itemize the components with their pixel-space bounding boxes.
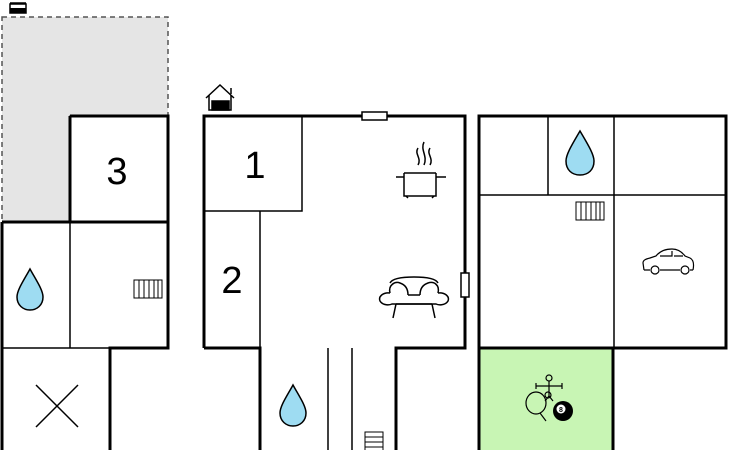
table-tennis-icon: [525, 391, 552, 422]
car-icon: [642, 248, 695, 275]
svg-text:8: 8: [559, 407, 563, 414]
room-label-1: 1: [244, 145, 265, 187]
window: [361, 111, 388, 121]
water-drop-icon: [16, 267, 44, 311]
void-cross-icon: [35, 384, 79, 428]
middle-building: 1 2: [202, 83, 470, 450]
room-label-3: 3: [106, 151, 127, 193]
radiator-icon: [133, 279, 163, 299]
water-drop-icon: [279, 383, 307, 427]
sofa-icon: [378, 276, 450, 319]
table-football-icon: [535, 374, 563, 402]
left-building-walls: [0, 114, 170, 450]
cooking-pot-icon: [396, 141, 446, 199]
terrace-area: [1, 16, 169, 223]
house-entrance-icon: [9, 2, 27, 14]
right-building: 8: [477, 114, 728, 450]
left-building: 3: [0, 2, 170, 450]
radiator-icon: [575, 201, 605, 221]
room-label-2: 2: [221, 260, 242, 302]
left-building-inner-walls: [2, 222, 110, 349]
window: [460, 272, 470, 298]
middle-building-inner-walls: [204, 116, 353, 450]
right-building-walls: [477, 114, 728, 450]
house-entrance-icon: [205, 83, 235, 111]
right-building-inner-walls: [479, 116, 726, 348]
water-drop-icon: [565, 129, 595, 176]
billiard-ball-icon: 8: [553, 401, 573, 421]
stairs-icon: [364, 431, 384, 450]
middle-building-walls: [202, 114, 467, 450]
